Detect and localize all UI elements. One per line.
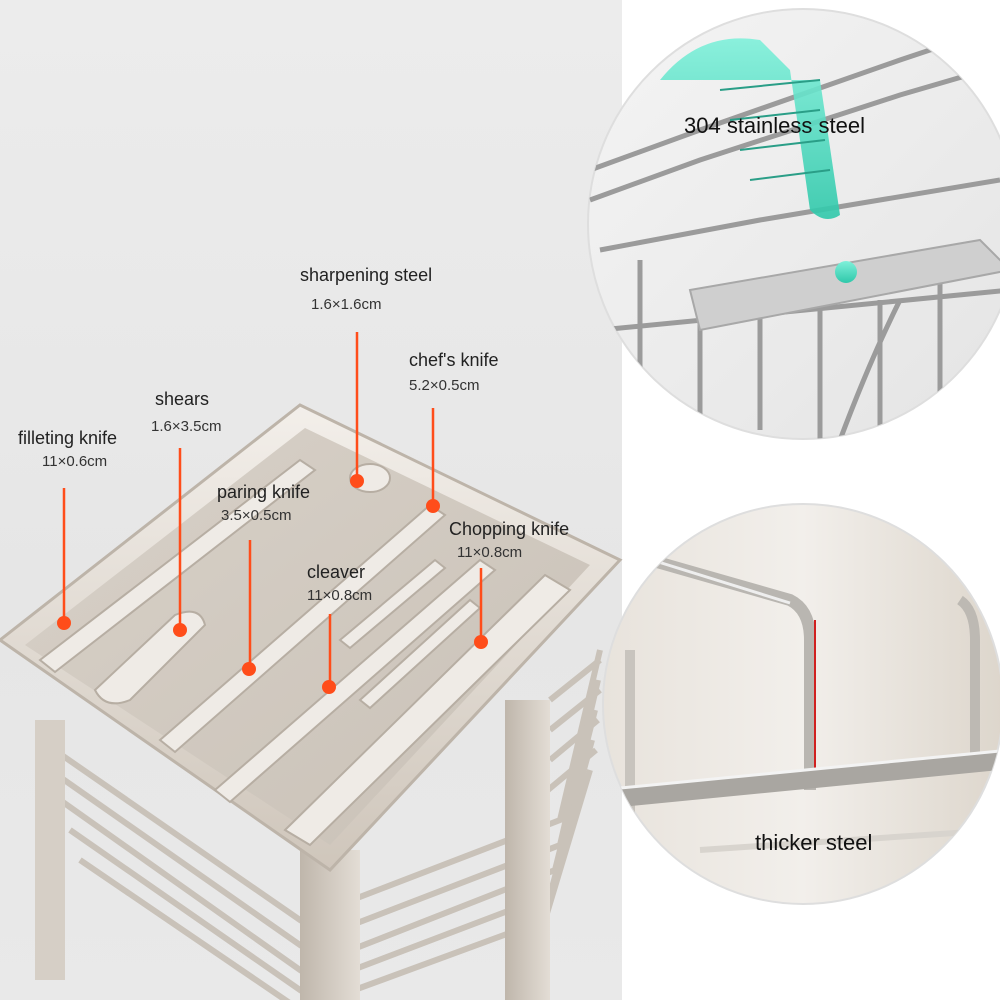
slot-name: paring knife xyxy=(217,482,311,502)
marker-chefs-knife xyxy=(426,499,440,513)
slot-name: sharpening steel xyxy=(300,265,433,285)
slot-name: filleting knife xyxy=(18,428,118,448)
side-post xyxy=(505,700,550,1000)
marker-shears xyxy=(173,623,187,637)
slot-size: 11×0.6cm xyxy=(42,453,108,470)
caption-thicker-steel: thicker steel xyxy=(755,830,873,855)
slot-name: shears xyxy=(155,389,210,409)
slot-size: 1.6×3.5cm xyxy=(151,418,222,435)
knife-slots xyxy=(38,458,572,847)
marker-sharpening-steel xyxy=(350,474,364,488)
label-filleting-knife: filleting knife 11×0.6cm xyxy=(18,428,117,470)
leader-lines xyxy=(62,332,483,686)
slot-size: 5.2×0.5cm xyxy=(409,377,480,394)
label-sharpening-steel: sharpening steel 1.6×1.6cm xyxy=(300,265,432,313)
slot-size: 3.5×0.5cm xyxy=(221,507,292,524)
marker-chopping-knife xyxy=(474,635,488,649)
back-post xyxy=(35,720,65,980)
caption-304-stainless: 304 stainless steel xyxy=(684,113,865,138)
label-chefs-knife: chef's knife 5.2×0.5cm xyxy=(409,350,498,394)
slot-name: cleaver xyxy=(307,562,366,582)
marker-cleaver xyxy=(322,680,336,694)
front-post xyxy=(300,850,360,1000)
slot-name: Chopping knife xyxy=(449,519,570,539)
slot-name: chef's knife xyxy=(409,350,499,370)
label-chopping-knife: Chopping knife 11×0.8cm xyxy=(449,519,569,561)
marker-paring-knife xyxy=(242,662,256,676)
label-cleaver: cleaver 11×0.8cm xyxy=(307,562,372,604)
marker-filleting-knife xyxy=(57,616,71,630)
slot-size: 11×0.8cm xyxy=(307,587,373,604)
slot-size: 1.6×1.6cm xyxy=(311,296,382,313)
label-paring-knife: paring knife 3.5×0.5cm xyxy=(217,482,310,524)
label-shears: shears 1.6×3.5cm xyxy=(151,389,221,435)
wire-cage xyxy=(38,649,603,1000)
slot-markers xyxy=(57,474,488,694)
slot-size: 11×0.8cm xyxy=(457,544,523,561)
